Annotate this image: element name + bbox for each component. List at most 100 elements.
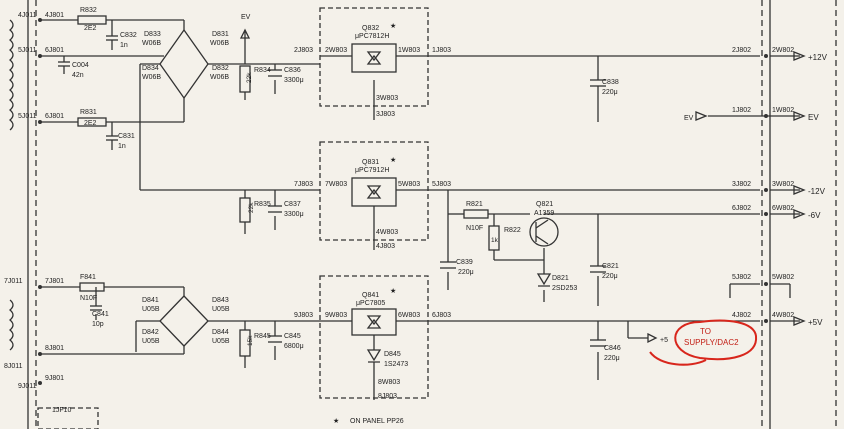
1w803-label: 1W803	[398, 47, 420, 54]
5w802-label: 5W802	[772, 274, 794, 281]
c841-capacitor	[90, 305, 102, 311]
r822-resistor	[488, 225, 500, 251]
6w803-label: 6W803	[398, 312, 420, 319]
left-connector-labels: 4J011 5J011 5J011 7J011 8J011 9J011 4J80…	[4, 12, 72, 414]
q831-symbol-icon	[366, 185, 382, 199]
q841-label: Q841	[362, 292, 379, 299]
right-connector-labels: 2J802 2W802 1J802 1W802 3J802 3W802 6J80…	[684, 47, 794, 319]
lower-labels: F841 N10F C841 10p D841 U05B D843 U05B D…	[80, 274, 668, 425]
c837-capacitor	[268, 205, 282, 213]
c846-capacitor	[590, 339, 606, 347]
c839-label: C839	[456, 259, 473, 266]
c831-value: 1n	[118, 143, 126, 150]
c836-label: C836	[284, 67, 301, 74]
c839-value: 220μ	[458, 269, 474, 276]
q821-label: Q821	[536, 201, 553, 208]
3w802-label: 3W802	[772, 181, 794, 188]
left-transformer-coils	[8, 19, 14, 351]
q841-symbol-icon	[366, 315, 382, 329]
conn-9j011: 9J011	[18, 383, 37, 390]
q821-transistor	[529, 217, 559, 247]
c841-label: C841	[92, 311, 109, 318]
c845-value: 6800μ	[284, 343, 304, 350]
4w802-label: 4W802	[772, 312, 794, 319]
c846-value: 220μ	[604, 355, 620, 362]
2w803-label: 2W803	[325, 47, 347, 54]
q841-type: μPC7805	[356, 300, 385, 307]
upper-labels: R832 2E2 C832 1n C004 42n R831 2E2 C831 …	[72, 7, 619, 150]
3j802-label: 3J802	[732, 181, 751, 188]
d841-label: D841	[142, 297, 159, 304]
4j802-label: 4J802	[732, 312, 751, 319]
r821-label: R821	[466, 201, 483, 208]
r845-label: R845	[254, 333, 271, 340]
c821-value: 220μ	[602, 273, 618, 280]
c836-capacitor	[268, 69, 282, 77]
c821-capacitor	[590, 265, 606, 273]
9j803-label: 9J803	[294, 312, 313, 319]
ev-in-label: EV	[684, 115, 694, 122]
c832-capacitor	[106, 35, 118, 50]
rail-m6-label: -6V	[808, 211, 821, 220]
lower-wiring	[40, 282, 760, 400]
rail-m12-label: -12V	[808, 187, 826, 196]
q832-panel-box	[319, 7, 429, 107]
rail-m6-arrow-icon	[793, 209, 806, 219]
right-connector-dots	[764, 54, 768, 323]
r831-resistor	[77, 117, 107, 127]
c841-value: 10p	[92, 321, 104, 328]
d821-label: D821	[552, 275, 569, 282]
note-star-icon: ★	[333, 417, 339, 425]
r822-label: R822	[504, 227, 521, 234]
upper-wiring	[40, 19, 760, 191]
d821-diode	[536, 273, 552, 287]
r831-value: 2E2	[84, 120, 97, 127]
f841-label: F841	[80, 274, 96, 281]
q832-type: μPC7812H	[355, 33, 389, 40]
note-text: ON PANEL PP26	[350, 418, 404, 425]
f841-fuse	[79, 282, 105, 292]
d845-label: D845	[384, 351, 401, 358]
f841-value: N10F	[80, 295, 97, 302]
7w803-label: 7W803	[325, 181, 347, 188]
conn-7j011: 7J011	[4, 278, 23, 285]
c832-value: 1n	[120, 42, 128, 49]
c004-value: 42n	[72, 72, 84, 79]
c837-label: C837	[284, 201, 301, 208]
q831-label: Q831	[362, 159, 379, 166]
q831-panel-box	[319, 141, 429, 241]
c836-value: 3300μ	[284, 77, 304, 84]
6w802-label: 6W802	[772, 205, 794, 212]
7j803-label: 7J803	[294, 181, 313, 188]
d845-value: 1S2473	[384, 361, 408, 368]
d833-value: W06B	[142, 40, 161, 47]
conn-5j011-b: 5J011	[18, 113, 37, 120]
d845-diode	[366, 349, 382, 363]
2w802-label: 2W802	[772, 47, 794, 54]
c838-value: 220μ	[602, 89, 618, 96]
d842-label: D842	[142, 329, 159, 336]
plus5-label: +5	[660, 337, 668, 344]
d844-value: U05B	[212, 338, 230, 345]
c004-capacitor	[58, 61, 70, 74]
rail-labels: +12V EV -12V -6V +5V	[808, 53, 828, 327]
1w802-label: 1W802	[772, 107, 794, 114]
ev-in-arrow-icon	[695, 111, 708, 121]
q832-star-icon: ★	[390, 22, 396, 30]
annotation-tail	[649, 351, 707, 366]
r835-label: R835	[254, 201, 271, 208]
r845-resistor	[239, 329, 251, 357]
r834-resistor	[239, 65, 251, 93]
2j802-label: 2J802	[732, 47, 751, 54]
c845-label: C845	[284, 333, 301, 340]
handwritten-annotation: TO SUPPLY/DAC2	[649, 319, 758, 366]
conn-6j801-b: 6J801	[45, 113, 64, 120]
d843-value: U05B	[212, 306, 230, 313]
rail-p12-label: +12V	[808, 53, 828, 62]
middle-labels: 7J803 7W803 5W803 5J803 4W803 4J803 Q831…	[248, 156, 619, 292]
c838-capacitor	[590, 79, 606, 96]
d841-value: U05B	[142, 306, 160, 313]
conn-5j011-a: 5J011	[18, 47, 37, 54]
5j802-label: 5J802	[732, 274, 751, 281]
